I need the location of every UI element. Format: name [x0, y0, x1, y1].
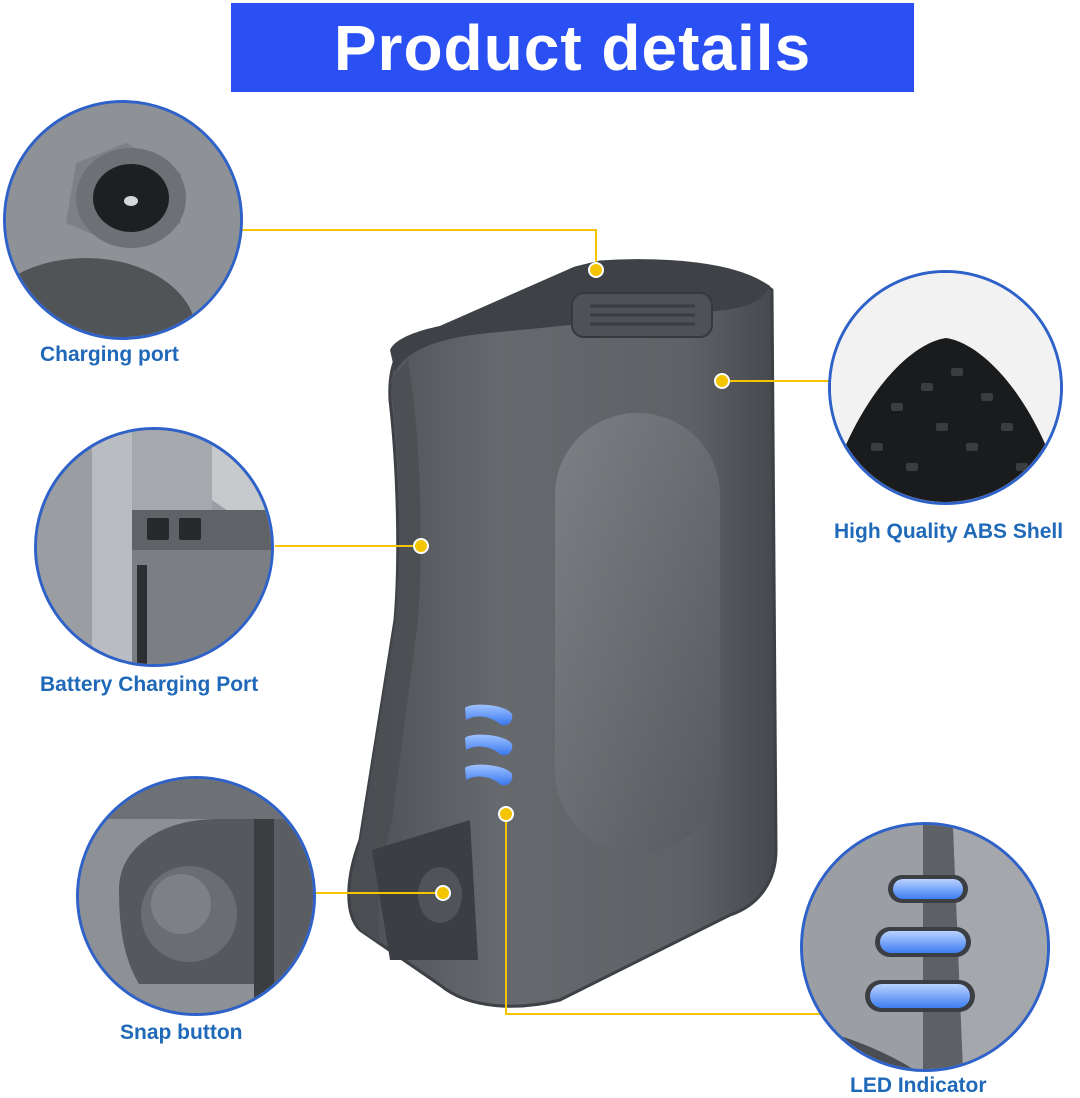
connector-pin-icon [147, 518, 169, 540]
page-title: Product details [333, 11, 812, 84]
snap-button-closeup [76, 776, 316, 1016]
abs-shell-label: High Quality ABS Shell [834, 520, 1064, 543]
product-details-banner: Product details [231, 3, 914, 92]
battery-charging-port-closeup [34, 427, 274, 667]
snap-button-label: Snap button [120, 1021, 243, 1044]
battery-window [555, 413, 720, 853]
abs-shell-dot [714, 373, 730, 389]
snap-button-dot [435, 885, 451, 901]
led-indicator-dot [498, 806, 514, 822]
top-latch [571, 292, 713, 338]
led-indicator-label: LED Indicator [850, 1074, 987, 1097]
led-indicator-closeup [800, 822, 1050, 1072]
charging-port-label: Charging port [40, 343, 179, 366]
abs-shell-closeup [828, 270, 1063, 505]
leader-lines [240, 229, 830, 1015]
battery-charging-port-dot [413, 538, 429, 554]
abs-pellets-icon [831, 338, 1060, 502]
charging-port-dot [588, 262, 604, 278]
led-bars-icon [865, 875, 975, 1012]
battery-charging-port-label: Battery Charging Port [40, 673, 259, 696]
led-indicator-bars [465, 704, 513, 786]
connector-pin-icon [179, 518, 201, 540]
charging-port-closeup [3, 100, 243, 340]
